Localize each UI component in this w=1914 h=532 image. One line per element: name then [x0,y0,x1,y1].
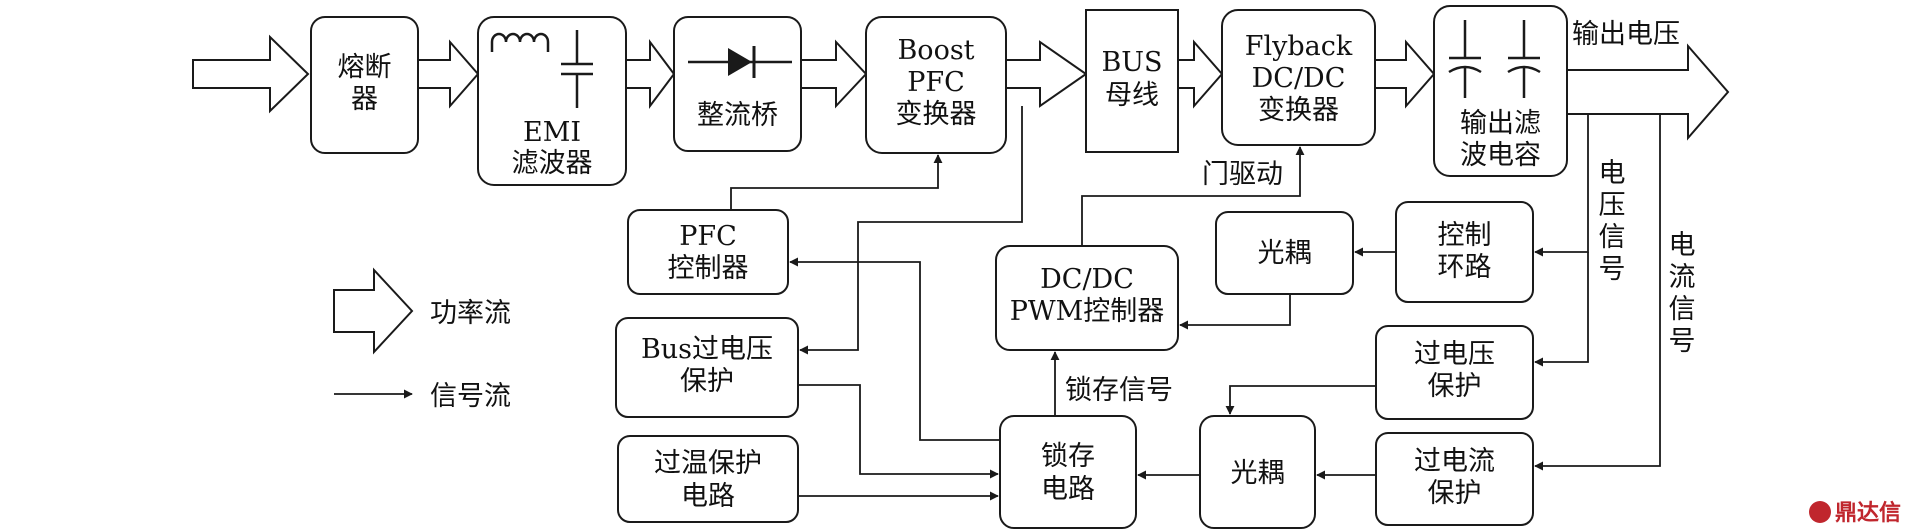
capacitor-icon [1448,20,1482,98]
block-boost-pfc: Boost PFC 变换器 [865,16,1007,154]
logo-text: 鼎达信 [1835,500,1901,526]
signal-pfcctrl-to-boost [730,154,943,210]
ocp-label-1: 过电流 [1414,446,1495,477]
voltage-signal-char-3: 信 [1599,222,1626,253]
block-optocoupler-top: 光耦 [1215,211,1354,295]
signal-lines [730,106,1661,501]
output-voltage-label: 输出电压 [1572,19,1680,50]
ovp-label-2: 保护 [1428,371,1482,402]
block-control-loop: 控制 环路 [1395,201,1534,303]
power-arrow-flyback-cap [1374,39,1436,109]
legend: 功率流 信号流 [333,267,511,412]
power-arrow-output [1566,43,1730,141]
otp-label-1: 过温保护 [654,448,762,479]
pfcctrl-label-1: PFC [679,221,737,252]
current-signal-char-1: 电 [1669,230,1696,261]
ovp-label-1: 过电压 [1414,339,1495,370]
logo-icon [1809,501,1831,523]
current-signal-char-3: 信 [1669,294,1696,325]
boost-label-2: PFC [907,67,965,98]
rectifier-label: 整流桥 [697,100,778,131]
pfcctrl-label-2: 控制器 [668,253,749,284]
ctrlloop-label-1: 控制 [1438,220,1492,251]
block-bus-ovp: Bus过电压 保护 [615,317,799,418]
opto-top-label: 光耦 [1258,238,1312,269]
fuse-label-1: 熔断 [338,52,392,83]
block-fuse: 熔断 器 [310,16,419,154]
boost-label-1: Boost [897,35,974,66]
block-bus: BUS 母线 [1085,9,1179,153]
otp-label-2: 电路 [681,481,735,512]
capacitor-icon [1507,20,1541,98]
block-pwm-controller: DC/DC PWM控制器 [995,245,1179,351]
legend-signal-flow-label: 信号流 [430,381,511,412]
capacitor-icon [561,30,593,108]
legend-power-arrow-icon [333,267,414,355]
power-arrow-bus-flyback [1177,39,1224,109]
gate-drive-label: 门驱动 [1202,159,1283,190]
power-arrow-pfc-bus [1005,40,1088,108]
block-latch: 锁存 电路 [999,415,1137,529]
block-optocoupler-bottom: 光耦 [1199,415,1316,529]
block-ovp: 过电压 保护 [1375,325,1534,420]
flyback-label-1: Flyback [1245,31,1353,62]
signal-latch-to-pfcctrl [789,257,1000,441]
pwm-label-2: PWM控制器 [1010,296,1165,327]
current-signal-label: 电 流 信 号 [1669,230,1696,357]
block-flyback: Flyback DC/DC 变换器 [1221,9,1376,146]
voltage-signal-char-2: 压 [1599,190,1626,221]
block-rectifier: 整流桥 [673,16,802,152]
signal-vout-to-ovp [1534,252,1589,367]
signal-opto-to-pwm [1179,294,1291,330]
flyback-label-2: DC/DC [1252,63,1346,94]
emi-label-1: EMI [523,117,581,148]
emi-label-2: 滤波器 [512,148,593,179]
opto-bottom-label: 光耦 [1231,458,1285,489]
power-arrow-fuse-emi [417,39,480,109]
power-arrow-input [192,34,310,114]
signal-boost-to-busovp [799,106,1023,355]
signal-iout-to-ocp [1534,114,1661,471]
block-ocp: 过电流 保护 [1375,432,1534,526]
block-output-capacitor: 输出滤 波电容 [1433,5,1568,177]
watermark-logo: 鼎达信 [1809,500,1901,526]
ocp-label-2: 保护 [1428,478,1482,509]
bus-label-1: BUS [1101,47,1162,78]
latch-signal-label: 锁存信号 [1065,375,1173,406]
block-otp: 过温保护 电路 [617,435,799,523]
ctrlloop-label-2: 环路 [1438,252,1492,283]
signal-pwm-to-flyback [1081,146,1305,246]
latch-label-1: 锁存 [1041,441,1095,472]
block-pfc-controller: PFC 控制器 [627,209,789,295]
latch-label-2: 电路 [1041,474,1095,505]
diode-icon [688,46,792,78]
voltage-signal-char-4: 号 [1599,254,1626,285]
power-arrow-rectifier-pfc [800,39,868,109]
voltage-signal-label: 电 压 信 号 [1599,158,1626,285]
busovp-label-2: 保护 [680,366,734,397]
voltage-signal-char-1: 电 [1599,158,1626,189]
current-signal-char-4: 号 [1669,326,1696,357]
signal-busovp-to-latch [798,384,999,479]
outcap-label-1: 输出滤 [1460,108,1541,139]
legend-power-flow-label: 功率流 [430,298,511,329]
pwm-label-1: DC/DC [1040,264,1134,295]
flyback-label-3: 变换器 [1258,95,1339,126]
power-arrow-emi-rectifier [625,39,676,109]
current-signal-char-2: 流 [1669,262,1696,293]
signal-ovp-to-opto [1225,385,1376,415]
bus-label-2: 母线 [1105,80,1159,111]
inductor-icon [490,32,550,52]
boost-label-3: 变换器 [896,99,977,130]
fuse-label-2: 器 [351,84,378,115]
block-emi-filter: EMI 滤波器 [477,16,627,186]
busovp-label-1: Bus过电压 [641,334,773,365]
outcap-label-2: 波电容 [1460,140,1541,171]
